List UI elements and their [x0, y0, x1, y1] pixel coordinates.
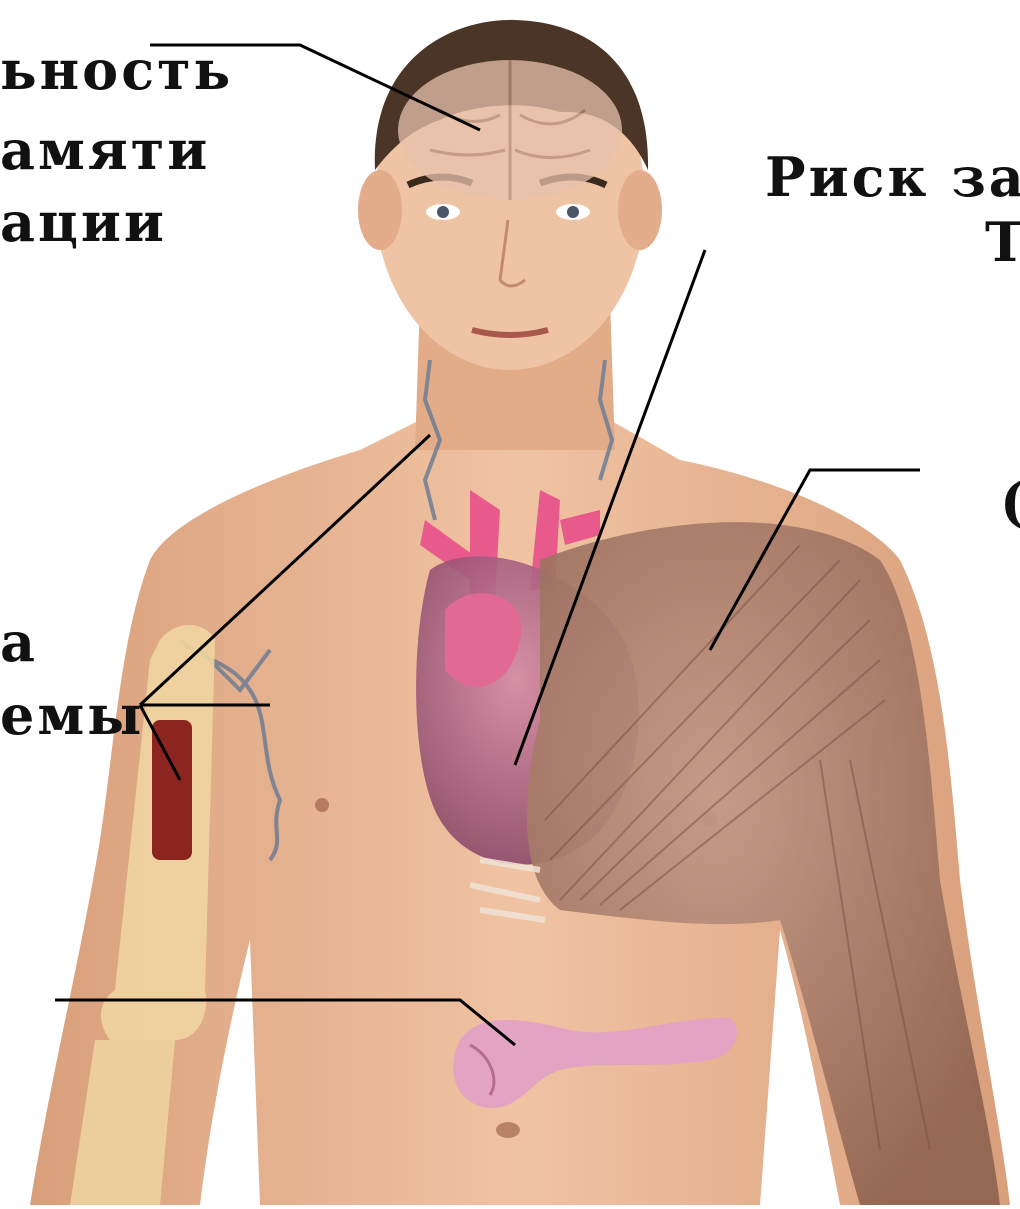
- label-mid-left-line-1: а: [0, 610, 38, 674]
- label-top-left-line-1: ьность: [0, 38, 233, 102]
- label-top-left-line-3: ации: [0, 190, 167, 254]
- label-mid-right: (: [1000, 470, 1020, 534]
- label-top-left-line-2: амяти: [0, 118, 210, 182]
- label-top-right-line-1: Риск за: [765, 145, 1020, 209]
- label-top-right-line-2: Т: [985, 210, 1020, 274]
- label-mid-left-line-2: емы: [0, 683, 144, 747]
- brain-overlay: [398, 60, 622, 200]
